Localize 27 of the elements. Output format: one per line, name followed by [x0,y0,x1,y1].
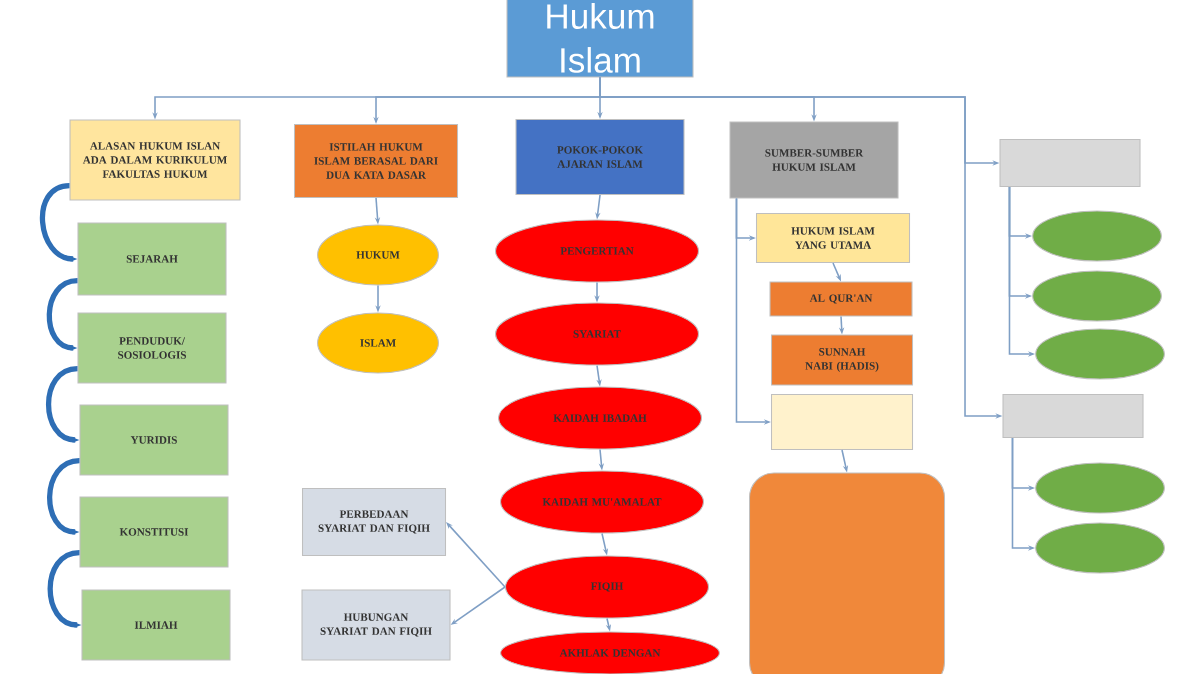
reason-box: YURIDIS [79,404,229,476]
source-box: HUKUM ISLAM YANG UTAMA [756,212,911,264]
topic-box: ALASAN HUKUM ISLAN ADA DALAM KURIKULUM FAKULTAS HUKUM [69,119,241,201]
reason-box: SEJARAH [77,222,227,296]
empty-box [999,138,1141,188]
arrow [46,277,78,351]
empty-ellipse [1035,328,1165,380]
empty-box [1002,393,1144,439]
empty-ellipse [1032,210,1162,262]
topic-box: POKOK-POKOK AJARAN ISLAM [515,118,685,196]
empty-ellipse [1032,270,1162,322]
empty-ellipse [1035,522,1165,574]
arrow [47,457,80,535]
topic-box: ISTILAH HUKUM ISLAM BERASAL DARI DUA KATA DASAR [293,123,459,198]
source-box: AL QUR'AN [769,281,913,317]
reason-box: KONSTITUSI [79,496,229,568]
topic-box: HUBUNGAN SYARIAT DAN FIQIH [301,589,451,661]
arrow [446,522,506,588]
source-box: SUNNAH NABI (HADIS) [771,334,914,386]
title-box: Hukum Islam [506,0,694,78]
topic-box: SUMBER-SUMBER HUKUM ISLAM [729,121,899,199]
empty-ellipse [1035,462,1165,514]
topic-box: PERBEDAAN SYARIAT DAN FIQIH [302,487,447,557]
reason-box: PENDUDUK/ SOSIOLOGIS [77,312,227,384]
empty-box [749,472,946,674]
reason-box: ILMIAH [81,589,231,661]
empty-box [771,393,914,451]
